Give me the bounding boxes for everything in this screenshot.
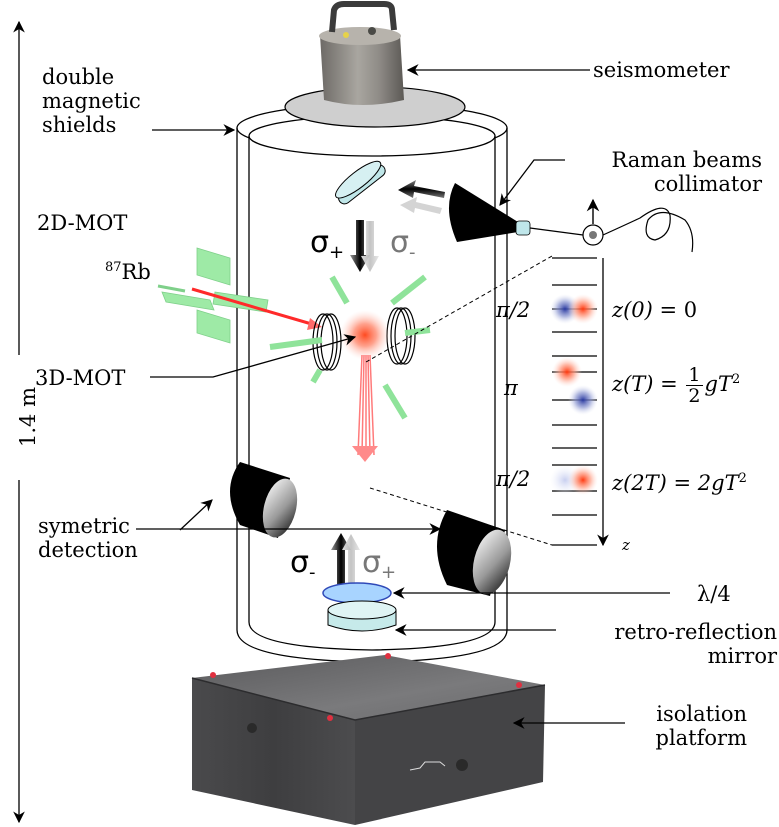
mot-coil-right-3 [394, 307, 416, 365]
rubidium-element: Rb [121, 260, 151, 284]
collimator-cone [448, 183, 518, 242]
mot-beam-5 [310, 368, 323, 384]
z-axis-label: z [622, 536, 630, 554]
raman-beam-arrow-light [400, 197, 442, 214]
label-raman-beams-collimator: Raman beams collimator [575, 148, 762, 196]
pulse-label-1: π/2 [496, 298, 531, 322]
label-seismometer: seismometer [593, 58, 730, 82]
label-mirror-line-1: retro-reflection [614, 620, 777, 644]
pulse-sequence [550, 257, 609, 547]
seismometer-handle [329, 0, 397, 33]
fiber [529, 207, 694, 253]
mot-beam-6 [382, 383, 408, 420]
pulse-label-3: π/2 [496, 467, 531, 491]
seismometer-connector [368, 27, 376, 35]
leader-lines [136, 64, 670, 729]
label-symetric-detection: symetric detection [38, 514, 138, 562]
pushing-beam [191, 287, 316, 327]
mot-beam-3 [269, 337, 323, 350]
sigma-minus-top: σ- [390, 225, 416, 264]
three-d-mot-beams [269, 274, 431, 420]
label-mirror-line-2: mirror [707, 644, 777, 668]
raman-collimator [448, 183, 694, 253]
label-lambda-quarter: λ/4 [697, 582, 731, 606]
mot-beam-4 [404, 327, 431, 336]
label-rubidium: 87Rb [105, 256, 151, 284]
label-detection-line-1: symetric [38, 514, 130, 538]
label-isolation-platform: isolation platform [630, 702, 748, 750]
label-3d-mot: 3D-MOT [35, 366, 126, 390]
label-double-magnetic-shields: double magnetic shields [42, 65, 141, 137]
sigma-plus-bottom: σ+ [362, 545, 397, 584]
label-detection-line-2: detection [38, 538, 138, 562]
label-platform-line-1: isolation [656, 702, 747, 726]
leader-3d-mot [150, 334, 357, 378]
seismometer-indicator [343, 32, 349, 38]
raman-beam-arrows [398, 180, 445, 214]
two-d-mot-block-left [161, 291, 215, 311]
sigma-minus-bottom: σ- [290, 545, 316, 584]
label-shields-line-3: shields [42, 113, 117, 137]
atom-cloud [340, 310, 390, 360]
isolation-platform-shape [191, 653, 546, 825]
bottom-polarization-arrows [331, 533, 360, 590]
pulse-label-2: π [504, 376, 518, 400]
label-collimator-line-2: collimator [653, 172, 762, 196]
raman-beam-arrow-dark [398, 180, 445, 198]
label-retro-reflection-mirror: retro-reflection mirror [560, 620, 777, 668]
mot-beam-1 [329, 275, 350, 305]
polarization-mount-center [589, 231, 597, 239]
position-equation-1: z(0) = 0 [612, 298, 698, 322]
label-2d-mot: 2D-MOT [37, 211, 128, 235]
detector-left [230, 462, 298, 538]
two-d-mot-beam-in [157, 284, 186, 293]
detector-right [437, 510, 512, 596]
sigma-plus-arrow-up [342, 534, 360, 590]
mot-coil-right-1 [386, 307, 408, 365]
collimator-ferrule [515, 220, 531, 236]
sigma-plus-top: σ+ [310, 225, 345, 264]
wavepacket-3-red [568, 465, 598, 495]
seismometer-body [320, 35, 404, 105]
height-scale-label: 1.4 m [16, 383, 40, 451]
seismometer [284, 0, 466, 128]
label-shields-line-1: double [42, 65, 115, 89]
mot-beam-2 [390, 274, 427, 306]
raman-mirror [335, 160, 386, 205]
leader-detection-left [179, 499, 213, 531]
top-polarization-arrows [350, 220, 379, 272]
wavepacket-2-red [552, 357, 582, 387]
falling-atoms [352, 354, 378, 462]
wavepacket-1-red [568, 294, 598, 324]
label-shields-line-2: magnetic [42, 89, 141, 113]
leader-collimator [499, 159, 565, 206]
mot-coil-right-2 [390, 307, 412, 365]
two-d-mot-block-bottom [196, 309, 231, 344]
sigma-minus-arrow-down [361, 221, 379, 272]
label-collimator-line-1: Raman beams [611, 148, 762, 172]
retro-reflection-mirror-shape [327, 600, 397, 632]
projection-lines [365, 255, 553, 546]
two-d-mot-block-top [196, 247, 231, 286]
position-equation-3: z(2T) = 2gT2 [612, 471, 747, 495]
label-platform-line-2: platform [655, 726, 748, 750]
seismometer-cap [319, 27, 401, 45]
inner-shield-bottom [248, 621, 496, 651]
wavepacket-2-blue [568, 385, 598, 415]
rubidium-isotope: 87 [105, 260, 122, 275]
